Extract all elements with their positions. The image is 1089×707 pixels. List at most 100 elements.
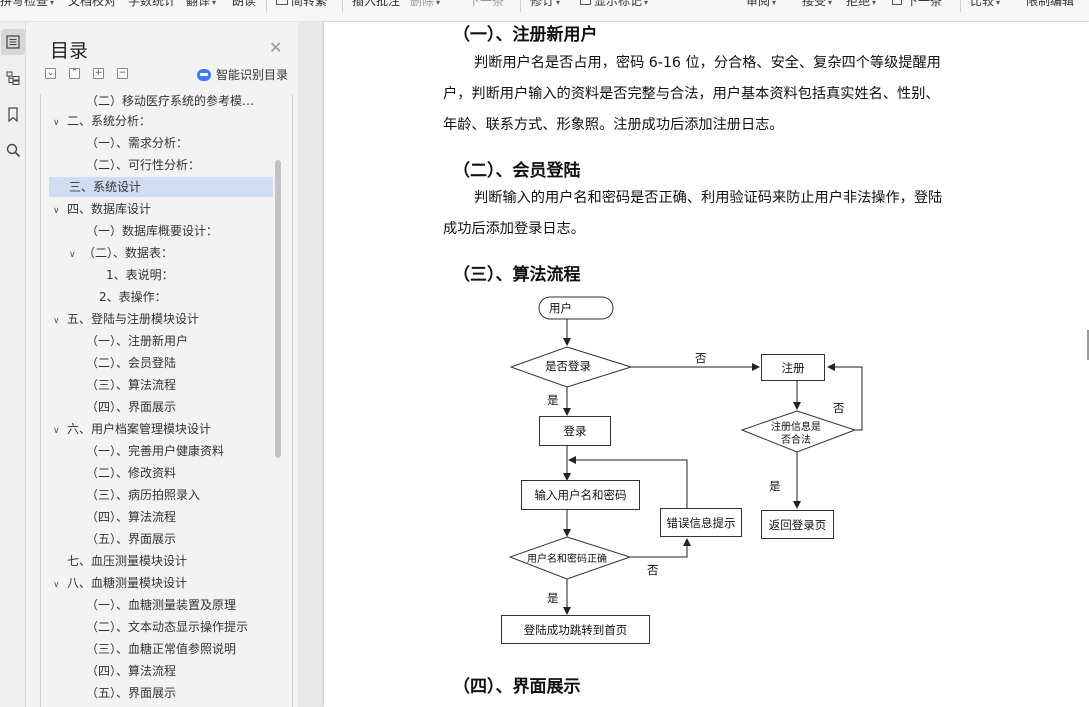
flow-reg-valid-line: 注册信息是 [771, 422, 821, 433]
chevron-down-icon: ∨ [53, 426, 60, 436]
chevron-down-icon: ▾ [828, 0, 833, 7]
close-icon[interactable]: ✕ [269, 38, 283, 57]
toolbar-reject-button[interactable]: 拒绝▾ [846, 0, 876, 11]
search-icon [6, 143, 20, 157]
paragraph-line: 判断输入的用户名和密码是否正确、利用验证码来防止用户非法操作，登陆 [474, 190, 943, 206]
toolbar-delete-label: 删除 [410, 0, 435, 8]
toc-item[interactable]: （四）、算法流程 [41, 507, 273, 527]
arrow-connector [630, 538, 691, 558]
toolbar-review-button[interactable]: 审阅▾ [746, 0, 776, 11]
minus-icon[interactable]: − [117, 68, 128, 79]
toc-item[interactable]: （一）、需求分析： [41, 133, 273, 153]
toc-item[interactable]: 七、血压测量模块设计 [41, 551, 273, 571]
toc-item-label: （四）、算法流程 [86, 664, 177, 678]
flow-check-label: 用户名和密码正确 [527, 554, 607, 565]
toc-item[interactable]: （一）、完善用户健康资料 [41, 441, 273, 461]
smart-toc-button[interactable]: 智能识别目录 [197, 66, 288, 83]
toc-item[interactable]: ∨八、血糖测量模块设计 [41, 573, 273, 593]
toc-item[interactable]: （四）、界面展示 [41, 397, 273, 417]
flow-success-box: 登陆成功跳转到首页 [501, 615, 650, 644]
toolbar-delete-button[interactable]: 删除▾ [410, 0, 440, 11]
toc-item[interactable]: （二）、会员登陆 [41, 353, 273, 373]
toc-item[interactable]: ∨四、数据库设计 [41, 199, 273, 219]
expand-all-icon[interactable]: ⌃ [69, 68, 80, 79]
flow-no-label: 否 [833, 401, 845, 415]
toc-item-label: 三、系统设计 [69, 180, 142, 194]
cloud-icon [197, 68, 211, 81]
toolbar-show-markup-button[interactable]: 显示标记▾ [580, 0, 648, 11]
toc-item-label: （五）、界面展示 [86, 532, 177, 546]
toc-item[interactable]: （三）、病历拍照录入 [41, 485, 273, 505]
toolbar-insert-comment-button[interactable]: 插入批注 [352, 0, 401, 8]
chevron-down-icon: ▾ [644, 0, 649, 7]
flow-no-label: 否 [647, 563, 659, 577]
toc-item[interactable]: （一）数据库概要设计： [41, 221, 273, 241]
paragraph-login: 判断输入的用户名和密码是否正确、利用验证码来防止用户非法操作，登陆 成功后添加登… [443, 183, 942, 245]
login-flowchart: 用户 是否登录 否 注册 是 登录 否 注册信息是否合法 输入用户名和密码 是 … [501, 294, 871, 648]
bookmark-panel-button[interactable] [1, 101, 25, 127]
toolbar-translate-label: 翻译 [186, 0, 211, 8]
toc-item-label: （三）、病历拍照录入 [86, 488, 201, 502]
toc-item[interactable]: ∨五、登陆与注册模块设计 [41, 309, 273, 329]
flow-register-box: 注册 [761, 354, 825, 381]
toc-item[interactable]: 2、表操作： [41, 287, 273, 307]
toolbar-divider [520, 0, 521, 12]
toolbar-reject-label: 拒绝 [846, 0, 871, 8]
toolbar-readaloud-button[interactable]: 朗读 [232, 0, 257, 8]
flow-back-box: 返回登录页 [761, 510, 834, 539]
plus-icon[interactable]: + [93, 68, 104, 79]
side-icon-bar [0, 22, 26, 707]
toc-panel-button[interactable] [1, 29, 25, 55]
chevron-down-icon: ▾ [556, 0, 561, 7]
toolbar-spellcheck-button[interactable]: 拼写检查▾ [0, 0, 54, 11]
navigation-panel-button[interactable] [1, 65, 25, 91]
toc-item[interactable]: （二）、可行性分析： [41, 155, 273, 175]
toolbar-next-comment-button[interactable]: 下一条 [468, 0, 505, 8]
toc-item[interactable]: （二）移动医疗系统的参考模… [41, 94, 273, 111]
toc-item[interactable]: （五）、界面展示 [41, 683, 273, 703]
toolbar-proofread-button[interactable]: 文档校对 [68, 0, 117, 8]
toc-item[interactable]: （三）、算法流程 [41, 375, 273, 395]
collapse-all-icon[interactable]: ⌄ [45, 68, 56, 79]
toc-scrollbar[interactable] [275, 160, 281, 458]
toc-item[interactable]: （一）、血糖测量装置及原理 [41, 595, 273, 615]
toc-item[interactable]: （二）、修改资料 [41, 463, 273, 483]
chevron-down-icon: ▾ [50, 0, 55, 7]
toc-panel: 目录 ✕ ⌄ ⌃ + − 智能识别目录 （二）移动医疗系统的参考模… ∨二、系统… [26, 22, 298, 707]
toolbar-track-changes-button[interactable]: 修订▾ [530, 0, 560, 11]
paragraph-line: 户，判断用户输入的资料是否完整与合法，用户基本资料包括真实姓名、性别、 [443, 86, 940, 102]
toolbar-wordcount-button[interactable]: 字数统计 [128, 0, 177, 8]
search-panel-button[interactable] [1, 137, 25, 163]
chevron-down-icon: ▾ [212, 0, 217, 7]
toolbar-next-change-button[interactable]: 下一条 [892, 0, 942, 9]
toolbar-simp-trad-label: 简转繁 [291, 0, 328, 8]
toc-item-label: 六、用户档案管理模块设计 [67, 422, 212, 436]
toc-item[interactable]: （四）、算法流程 [41, 661, 273, 681]
toolbar-restrict-edit-button[interactable]: 限制编辑 [1026, 0, 1075, 8]
toc-item[interactable]: （五）、界面展示 [41, 529, 273, 549]
toc-item[interactable]: 1、表说明： [41, 265, 273, 285]
section-heading-ui: （四）、界面展示 [453, 677, 581, 697]
toc-item-label: （一）数据库概要设计： [86, 224, 219, 238]
toc-item[interactable]: （二）、文本动态显示操作提示 [41, 617, 273, 637]
toolbar-accept-button[interactable]: 接受▾ [802, 0, 832, 11]
toc-item[interactable]: ∨（二）、数据表： [41, 243, 273, 263]
toc-item[interactable]: （一）、注册新用户 [41, 331, 273, 351]
toc-item[interactable]: ∨二、系统分析： [41, 111, 273, 131]
toc-item-label: （二）、文本动态显示操作提示 [86, 620, 249, 634]
toc-item-selected[interactable]: 三、系统设计 [49, 177, 273, 197]
toc-item-label: 七、血压测量模块设计 [67, 554, 188, 568]
toc-item[interactable]: ∨ 六、用户档案管理模块设计 [41, 419, 273, 439]
toolbar-compare-button[interactable]: 比较▾ [970, 0, 1000, 11]
toolbar-translate-button[interactable]: 翻译▾ [186, 0, 216, 11]
toolbar-review-label: 审阅 [746, 0, 771, 8]
page-scroll-indicator[interactable] [1087, 330, 1089, 360]
flow-yes-label: 是 [769, 479, 781, 493]
toc-item-label: （一）、需求分析： [86, 136, 189, 150]
section-heading-login: （二）、会员登陆 [453, 161, 581, 181]
toc-item-label: （二）移动医疗系统的参考模… [86, 94, 255, 108]
toc-item-label: （二）、可行性分析： [86, 158, 201, 172]
toolbar-simp-trad-button[interactable]: 简转繁 [276, 0, 327, 9]
toc-item-label: （二）、会员登陆 [86, 356, 177, 370]
toc-item[interactable]: （三）、血糖正常值参照说明 [41, 639, 273, 659]
